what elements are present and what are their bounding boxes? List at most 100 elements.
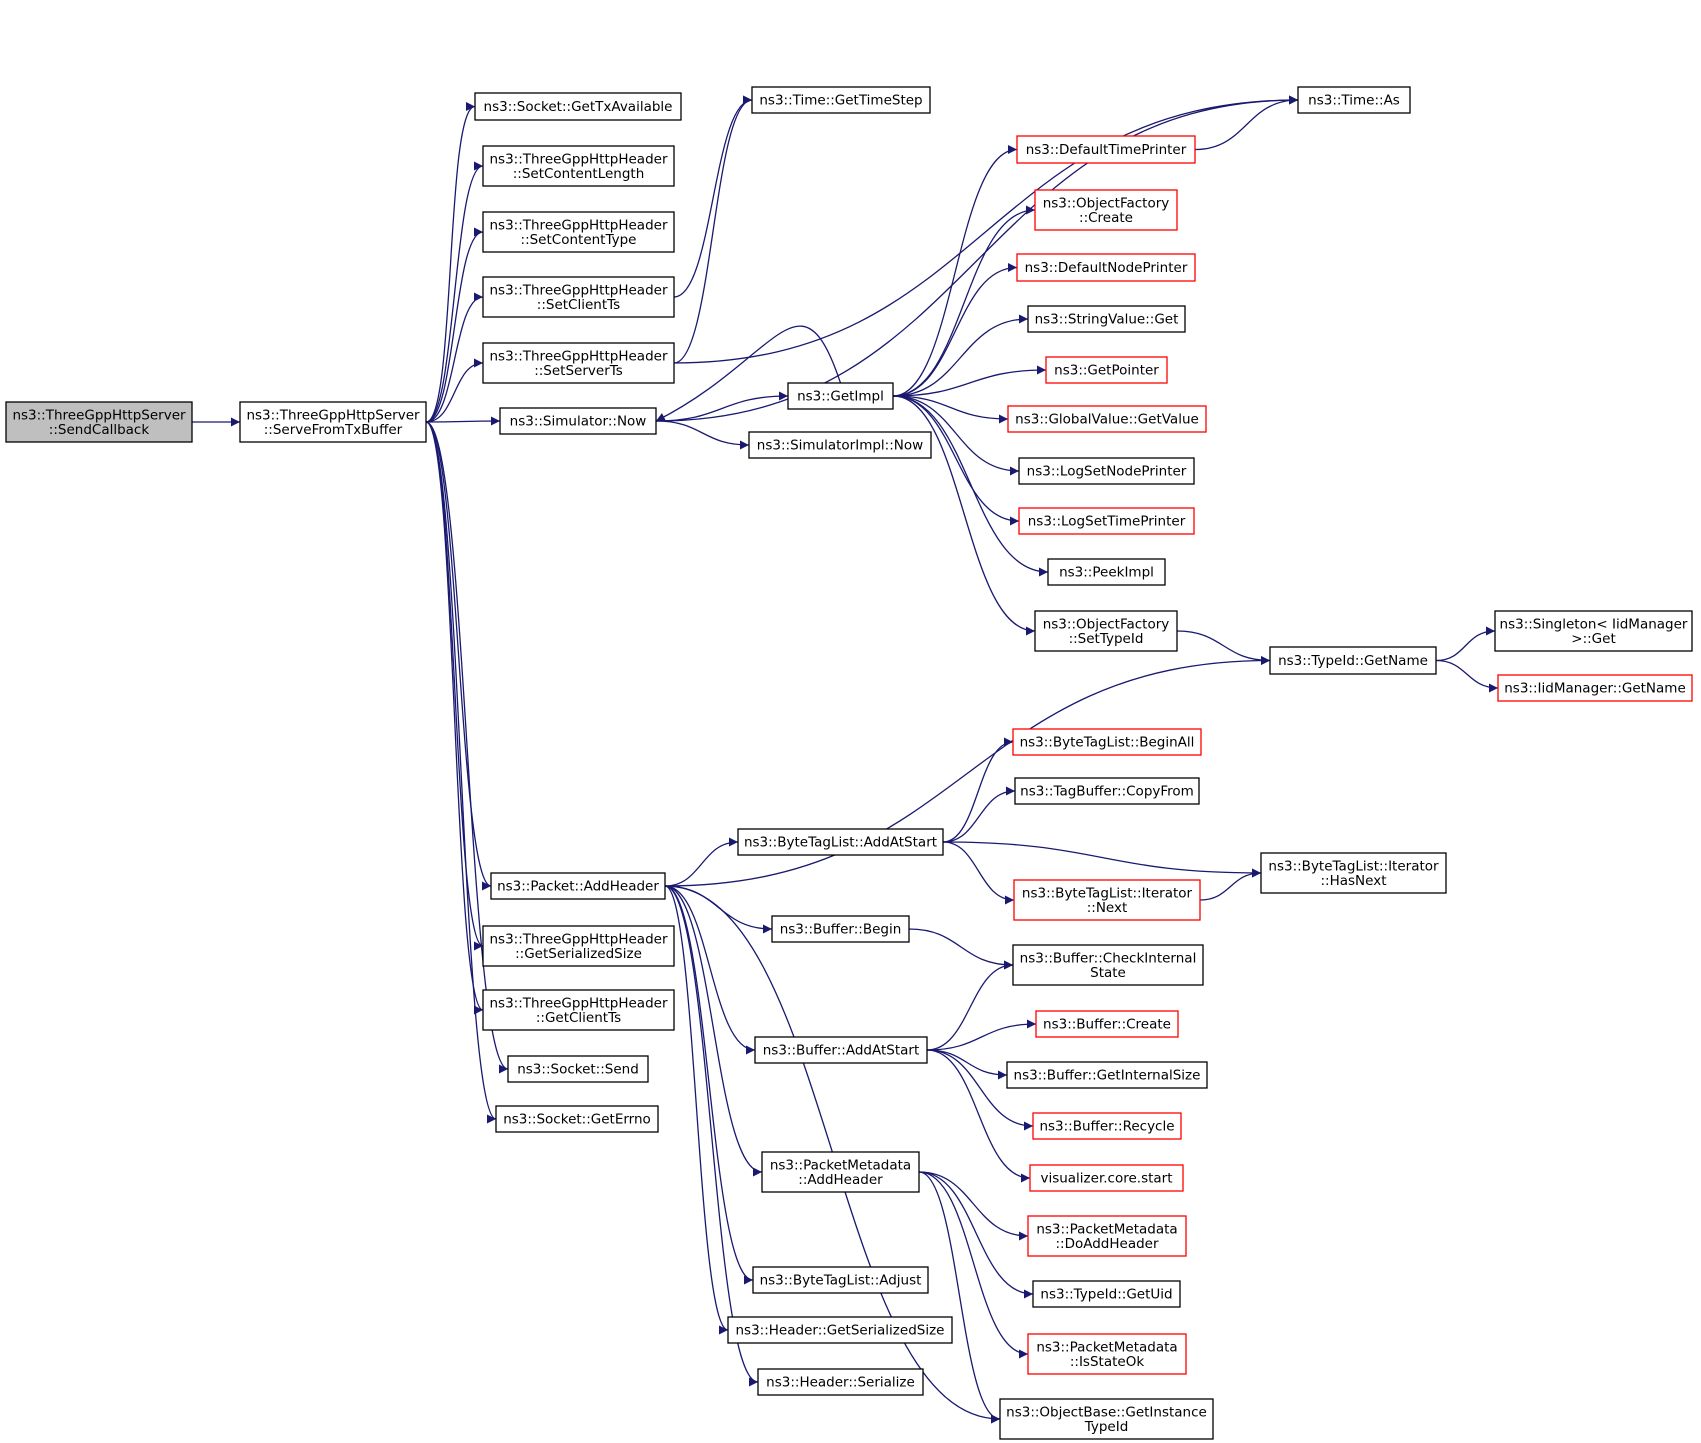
node-object-factory-set-type-id[interactable]: ns3::ObjectFactory::SetTypeId [1034,610,1178,652]
node-label: ns3::LogSetTimePrinter [1028,514,1186,530]
node-send-callback[interactable]: ns3::ThreeGppHttpServer::SendCallback [5,401,193,443]
node-time-as[interactable]: ns3::Time::As [1297,86,1411,114]
node-byte-tag-list-add-at-start[interactable]: ns3::ByteTagList::AddAtStart [737,828,944,856]
node-get-impl[interactable]: ns3::GetImpl [787,382,894,410]
node-label: TypeId [1084,1419,1129,1435]
node-box [1012,728,1202,756]
edge-object_factory_set_type_id-to-type_id_get_name [1176,630,1271,665]
node-box [757,1368,924,1396]
edge-serve_from_tx_buffer-to-set_content_length [425,161,484,423]
edge-get_impl-to-global_value_get_value [892,395,1009,424]
node-label: ns3::ThreeGppHttpServer [12,407,186,423]
node-label: >::Get [1571,631,1615,647]
edge-set_server_ts-to-time_get_time_step [673,95,753,364]
node-label: ::IsStateOk [1070,1354,1144,1370]
node-label: ns3::Buffer::CheckInternal [1020,950,1197,966]
node-box [482,276,675,318]
edge-get_impl-to-default_time_printer [892,145,1018,397]
node-box [751,86,931,114]
node-header-get-serialized-size[interactable]: ns3::Header::GetSerializedSize [727,1316,953,1344]
edge-get_impl-to-object_factory_set_type_id [892,395,1036,636]
edges-layer [191,95,1499,1424]
node-tag-buffer-copy-from[interactable]: ns3::TagBuffer::CopyFrom [1014,777,1200,805]
edge-get_impl-to-object_factory_create [892,205,1036,397]
node-packet-metadata-add-header[interactable]: ns3::PacketMetadata::AddHeader [761,1151,920,1193]
node-iid-manager-get-name[interactable]: ns3::IidManager::GetName [1497,674,1693,702]
edge-byte_tag_list_add_at_start-to-byte_tag_list_begin_all [942,737,1014,843]
node-get-pointer[interactable]: ns3::GetPointer [1045,356,1168,384]
node-simulator-now[interactable]: ns3::Simulator::Now [499,407,657,435]
node-label: ns3::ThreeGppHttpHeader [489,151,667,167]
node-socket-get-errno[interactable]: ns3::Socket::GetErrno [495,1105,659,1133]
node-label: ns3::Time::As [1308,93,1400,109]
node-byte-tag-list-iterator-has-next[interactable]: ns3::ByteTagList::Iterator::HasNext [1260,852,1447,894]
node-byte-tag-list-iterator-next[interactable]: ns3::ByteTagList::Iterator::Next [1013,879,1201,921]
node-label: ns3::ObjectBase::GetInstance [1006,1404,1207,1420]
node-label: ns3::Buffer::AddAtStart [763,1043,920,1059]
edge-serve_from_tx_buffer-to-get_client_ts [425,421,484,1015]
node-default-node-printer[interactable]: ns3::DefaultNodePrinter [1016,253,1196,282]
edge-buffer_add_at_start-to-visualizer_core_start [926,1049,1031,1183]
node-box [1029,1164,1184,1192]
node-label: ns3::Singleton< IidManager [1500,616,1688,632]
node-label: ns3::ByteTagList::Adjust [760,1273,922,1289]
node-log-set-time-printer[interactable]: ns3::LogSetTimePrinter [1018,507,1195,535]
node-socket-send[interactable]: ns3::Socket::Send [507,1055,649,1083]
node-packet-metadata-do-add-header[interactable]: ns3::PacketMetadata::DoAddHeader [1027,1215,1187,1257]
node-buffer-create[interactable]: ns3::Buffer::Create [1035,1010,1179,1038]
node-object-factory-create[interactable]: ns3::ObjectFactory::Create [1034,189,1178,231]
node-time-get-time-step[interactable]: ns3::Time::GetTimeStep [751,86,931,114]
node-label: ns3::ThreeGppHttpServer [246,407,420,423]
edge-default_time_printer-to-time_as [1194,95,1299,151]
node-set-content-type[interactable]: ns3::ThreeGppHttpHeader::SetContentType [482,211,675,253]
node-box [490,872,666,900]
node-singleton-iid-manager-get[interactable]: ns3::Singleton< IidManager>::Get [1494,610,1693,652]
node-buffer-recycle[interactable]: ns3::Buffer::Recycle [1032,1112,1182,1140]
node-header-serialize[interactable]: ns3::Header::Serialize [757,1368,924,1396]
edge-set_client_ts-to-time_get_time_step [673,95,753,298]
node-string-value-get[interactable]: ns3::StringValue::Get [1027,305,1186,333]
node-set-server-ts[interactable]: ns3::ThreeGppHttpHeader::SetServerTs [482,342,675,384]
node-get-serialized-size-http[interactable]: ns3::ThreeGppHttpHeader::GetSerializedSi… [482,925,675,967]
node-set-client-ts[interactable]: ns3::ThreeGppHttpHeader::SetClientTs [482,276,675,318]
node-label: ::SendCallback [49,422,150,438]
node-packet-add-header[interactable]: ns3::Packet::AddHeader [490,872,666,900]
edge-buffer_begin-to-buffer_check_internal_state [908,928,1014,970]
node-simulator-impl-now[interactable]: ns3::SimulatorImpl::Now [748,431,932,459]
node-socket-get-tx-available[interactable]: ns3::Socket::GetTxAvailable [474,92,682,121]
node-set-content-length[interactable]: ns3::ThreeGppHttpHeader::SetContentLengt… [482,145,675,187]
node-buffer-add-at-start[interactable]: ns3::Buffer::AddAtStart [754,1036,928,1064]
node-box [771,915,910,943]
node-label: ns3::ThreeGppHttpHeader [489,931,667,947]
node-peek-impl[interactable]: ns3::PeekImpl [1047,558,1166,586]
node-label: ns3::ByteTagList::Iterator [1268,858,1439,874]
node-box [482,925,675,967]
node-label: ns3::ThreeGppHttpHeader [489,995,667,1011]
node-buffer-begin[interactable]: ns3::Buffer::Begin [771,915,910,943]
node-label: ns3::ByteTagList::Iterator [1022,885,1193,901]
node-label: ns3::ObjectFactory [1043,616,1170,632]
node-default-time-printer[interactable]: ns3::DefaultTimePrinter [1016,135,1196,164]
node-log-set-node-printer[interactable]: ns3::LogSetNodePrinter [1018,457,1195,485]
node-packet-metadata-is-state-ok[interactable]: ns3::PacketMetadata::IsStateOk [1027,1333,1187,1375]
node-byte-tag-list-begin-all[interactable]: ns3::ByteTagList::BeginAll [1012,728,1202,756]
node-byte-tag-list-adjust[interactable]: ns3::ByteTagList::Adjust [752,1266,929,1294]
node-label: visualizer.core.start [1040,1171,1172,1187]
node-get-client-ts[interactable]: ns3::ThreeGppHttpHeader::GetClientTs [482,989,675,1031]
node-label: ns3::Header::GetSerializedSize [736,1323,945,1339]
node-global-value-get-value[interactable]: ns3::GlobalValue::GetValue [1007,405,1207,433]
node-label: ns3::DefaultTimePrinter [1026,142,1187,158]
node-serve-from-tx-buffer[interactable]: ns3::ThreeGppHttpServer::ServeFromTxBuff… [239,401,427,443]
node-type-id-get-name[interactable]: ns3::TypeId::GetName [1269,646,1437,675]
node-type-id-get-uid[interactable]: ns3::TypeId::GetUid [1032,1280,1181,1308]
node-buffer-get-internal-size[interactable]: ns3::Buffer::GetInternalSize [1006,1061,1208,1089]
node-box [1034,610,1178,652]
node-label: ns3::Socket::GetTxAvailable [484,99,673,115]
node-label: ns3::PacketMetadata [1036,1339,1177,1355]
node-visualizer-core-start[interactable]: visualizer.core.start [1029,1164,1184,1192]
node-label: ns3::Buffer::Begin [780,922,902,938]
node-label: ns3::DefaultNodePrinter [1025,260,1188,276]
node-label: ns3::ThreeGppHttpHeader [489,348,667,364]
